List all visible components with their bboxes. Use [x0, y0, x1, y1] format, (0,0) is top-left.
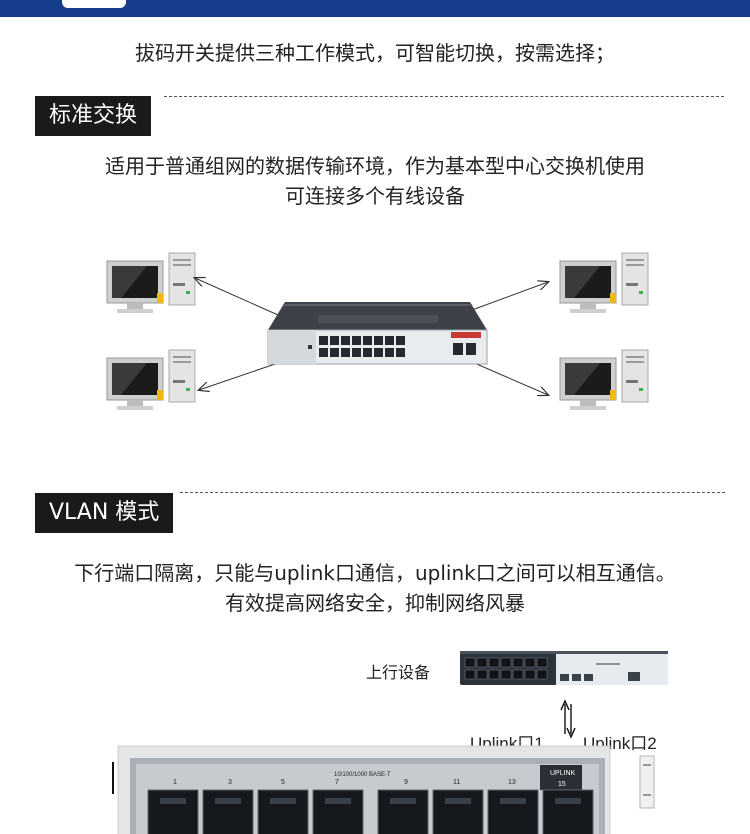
switch-front-panel: 10/100/1000 BASE-T UPLINK 15 1 3 5 7 9 1… [117, 745, 611, 834]
pc-top-right [559, 252, 649, 314]
vlan-topology-diagram: 上行设备 Uplink口1 Uplink口2 10/100/1000 BA [112, 651, 668, 834]
standard-topology-diagram [106, 252, 649, 411]
port-number: 1 [173, 779, 177, 786]
port-number: 13 [508, 779, 516, 786]
link-arrow [471, 361, 548, 395]
pc-top-left [106, 252, 196, 314]
uplink-box-label: UPLINK [550, 770, 576, 777]
port-number: 11 [453, 779, 460, 786]
section-divider [180, 492, 725, 493]
section-vlan-line-2: 有效提高网络安全，抑制网络风暴 [225, 591, 525, 615]
network-switch [267, 302, 488, 365]
upstream-switch [460, 651, 668, 685]
intro-text: 拔码开关提供三种工作模式，可智能切换，按需选择； [135, 41, 615, 65]
rj45-ports [147, 789, 594, 834]
pc-bottom-left [106, 349, 196, 411]
section-standard-line-1: 适用于普通组网的数据传输环境，作为基本型中心交换机使用 [105, 154, 645, 178]
port-number: 5 [281, 779, 285, 786]
section-vlan-line-1: 下行端口隔离，只能与uplink口通信，uplink口之间可以相互通信。 [74, 561, 676, 585]
edge-marker [112, 762, 114, 794]
upstream-device-label: 上行设备 [366, 664, 430, 682]
top-banner-tab [62, 0, 126, 8]
link-arrow [195, 278, 279, 316]
panel-header-label: 10/100/1000 BASE-T [334, 772, 391, 778]
section-standard-line-2: 可连接多个有线设备 [285, 184, 465, 208]
up-down-arrows [560, 699, 576, 739]
section-title-vlan: VLAN 模式 [35, 493, 174, 533]
section-title-standard: 标准交换 [35, 96, 152, 136]
port-number: 3 [228, 779, 232, 786]
pc-bottom-right [559, 349, 649, 411]
link-arrow [199, 362, 279, 390]
section-divider [164, 96, 724, 97]
top-banner [0, 0, 750, 17]
port-number: 9 [404, 779, 408, 786]
uplink-box [540, 765, 582, 790]
device-edge-right [639, 755, 655, 809]
uplink-box-number: 15 [558, 781, 566, 788]
port-number: 7 [335, 779, 339, 786]
link-arrow [471, 282, 548, 311]
